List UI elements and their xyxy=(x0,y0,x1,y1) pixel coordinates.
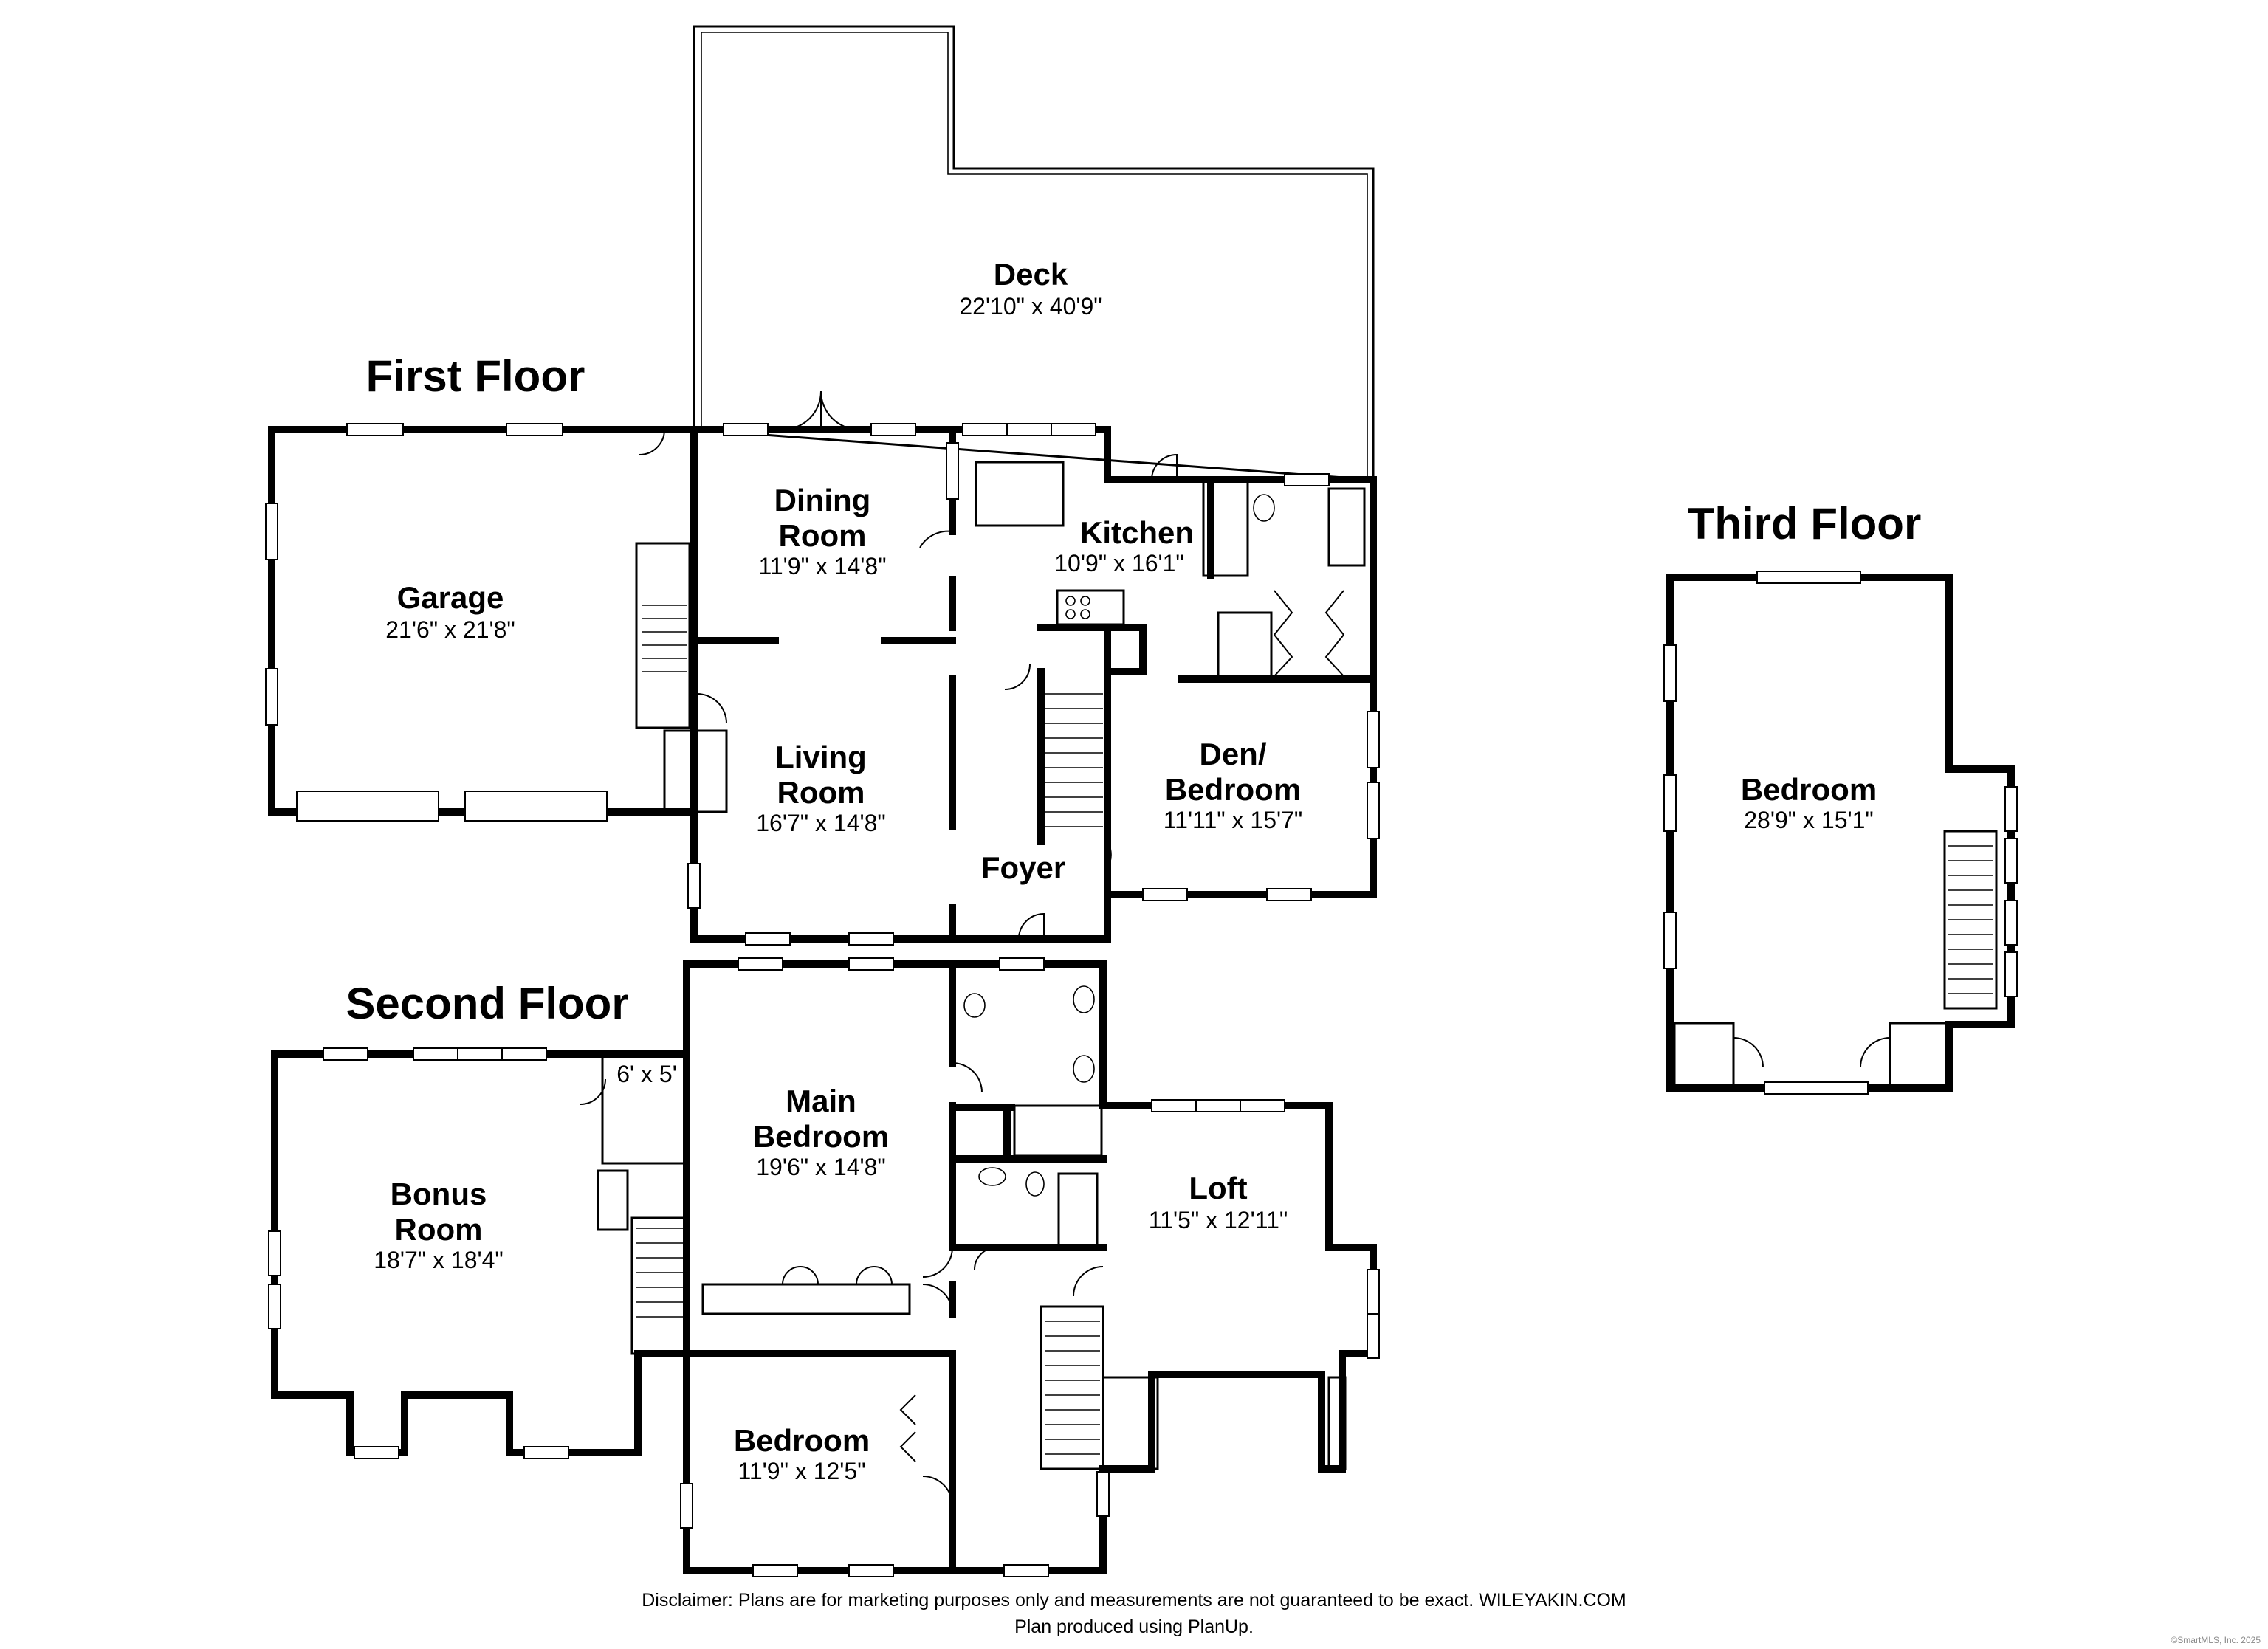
den-dims: 11'11" x 15'7" xyxy=(1164,807,1303,833)
disclaimer-line-2: Plan produced using PlanUp. xyxy=(1014,1617,1254,1637)
kitchen-name: Kitchen xyxy=(1080,515,1194,550)
bedroom-3-dims: 28'9" x 15'1" xyxy=(1744,807,1874,833)
loft-name: Loft xyxy=(1189,1171,1247,1205)
third-floor: Third Floor Bedroom 28'9" x 15'1" xyxy=(1663,499,2018,1095)
living-name-2: Room xyxy=(777,775,865,810)
third-floor-walls xyxy=(1666,574,2015,1092)
bedroom-3-name: Bedroom xyxy=(1741,772,1877,807)
bonus-name-1: Bonus xyxy=(391,1177,487,1211)
main-bedroom-dims: 19'6" x 14'8" xyxy=(756,1154,886,1180)
den-name-1: Den/ xyxy=(1199,737,1266,771)
first-floor-title: First Floor xyxy=(366,351,585,401)
second-floor: Second Floor 6' x 5' Bonus Room 18'7" x … xyxy=(268,957,1380,1577)
copyright: ©SmartMLS, Inc. 2025 xyxy=(2171,1635,2261,1645)
bedroom-2-dims: 11'9" x 12'5" xyxy=(738,1458,865,1484)
kitchen-dims: 10'9" x 16'1" xyxy=(1054,550,1184,576)
bonus-name-2: Room xyxy=(395,1212,483,1247)
disclaimer-line-1: Disclaimer: Plans are for marketing purp… xyxy=(642,1590,1626,1611)
deck-outline xyxy=(693,25,1375,481)
garage-dims: 21'6" x 21'8" xyxy=(385,616,515,643)
main-bedroom-name-1: Main xyxy=(786,1084,856,1118)
dining-dims: 11'9" x 14'8" xyxy=(758,553,886,579)
foyer-name: Foyer xyxy=(981,850,1065,885)
dining-name-1: Dining xyxy=(774,483,871,517)
closet-dims: 6' x 5' xyxy=(616,1061,677,1087)
bedroom-2-name: Bedroom xyxy=(734,1423,870,1458)
loft-dims: 11'5" x 12'11" xyxy=(1149,1207,1288,1233)
dining-name-2: Room xyxy=(779,518,867,553)
deck-name: Deck xyxy=(994,257,1068,292)
main-bedroom-name-2: Bedroom xyxy=(753,1119,889,1154)
bonus-dims: 18'7" x 18'4" xyxy=(374,1247,504,1273)
second-floor-title: Second Floor xyxy=(346,979,628,1028)
deck-dims: 22'10" x 40'9" xyxy=(959,293,1102,320)
living-name-1: Living xyxy=(775,740,867,774)
third-floor-title: Third Floor xyxy=(1688,499,1922,548)
first-floor: First Floor Deck 22'10" x 40'9" Garage 2… xyxy=(265,25,1380,946)
living-dims: 16'7" x 14'8" xyxy=(756,810,886,836)
den-name-2: Bedroom xyxy=(1165,772,1301,807)
garage-name: Garage xyxy=(397,580,504,615)
